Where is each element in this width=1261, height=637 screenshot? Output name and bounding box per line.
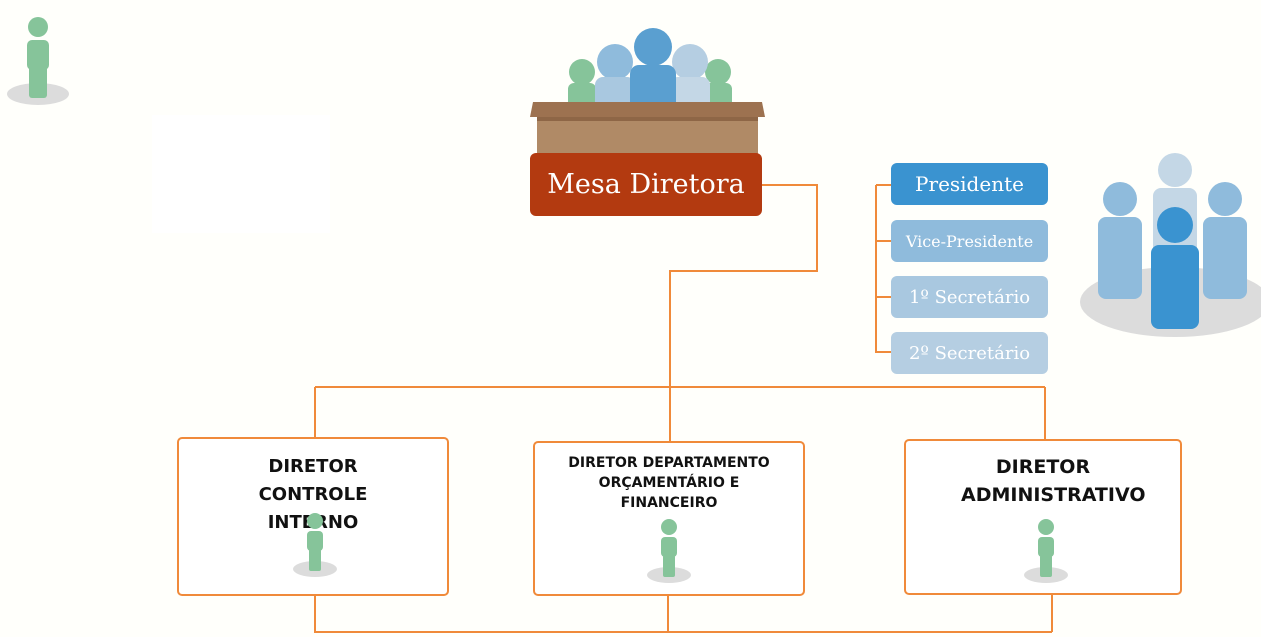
mesa-diretora-box: Mesa Diretora [530,153,762,216]
mesa-diretora-label: Mesa Diretora [547,169,745,200]
background-shape [152,115,330,233]
role-label: 2º Secretário [908,342,1031,364]
role-vice-presidente: Vice-Presidente [891,220,1048,262]
person-icon [7,17,69,105]
person-icon [293,513,337,577]
director-card-controle-interno: DIRETOR CONTROLE INTERNO [177,437,449,596]
podium-icon [530,28,765,157]
person-icon [647,519,691,583]
group-people-icon [1080,153,1261,337]
director-title: DIRETOR DEPARTAMENTO ORÇAMENTÁRIO E FINA… [568,455,770,511]
role-1-secretario: 1º Secretário [891,276,1048,318]
role-label: 1º Secretário [908,286,1031,308]
role-2-secretario: 2º Secretário [891,332,1048,374]
person-icon [1024,519,1068,583]
role-presidente: Presidente [891,163,1048,205]
director-card-orcamentario-financeiro: DIRETOR DEPARTAMENTO ORÇAMENTÁRIO E FINA… [533,441,805,596]
director-card-administrativo: DIRETOR ADMINISTRATIVO [904,439,1182,595]
role-label: Presidente [915,172,1024,196]
director-title: DIRETOR ADMINISTRATIVO [961,456,1146,506]
role-label: Vice-Presidente [905,231,1034,251]
